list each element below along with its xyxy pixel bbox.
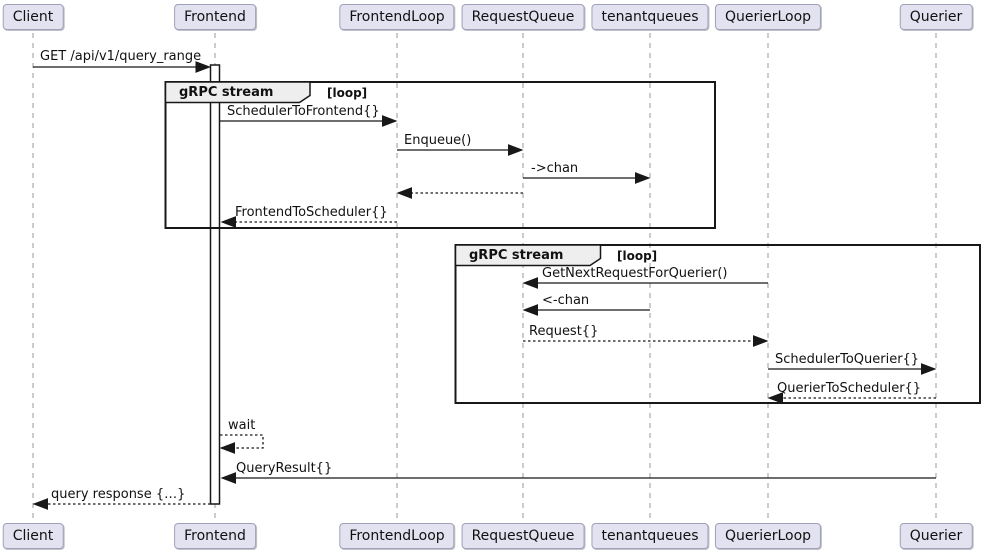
participant-frontend-bottom: Frontend <box>174 523 256 549</box>
message-label-scheduler-to-frontend: SchedulerToFrontend{} <box>227 104 380 119</box>
participant-tenantqueues-top: tenantqueues <box>591 4 709 30</box>
participant-requestqueue-top: RequestQueue <box>461 4 585 30</box>
frame-1-operator: [loop] <box>327 86 368 100</box>
message-label-request: Request{} <box>529 324 599 339</box>
participant-client-bottom: Client <box>2 523 64 549</box>
message-label-scheduler-to-querier: SchedulerToQuerier{} <box>775 352 920 367</box>
activation-bar-frontend <box>209 64 221 505</box>
message-label-enqueue: Enqueue() <box>404 133 472 148</box>
participant-querier-bottom: Querier <box>899 523 973 549</box>
message-label-query-result: QueryResult{} <box>236 461 333 476</box>
message-label-get-query-range: GET /api/v1/query_range <box>40 49 202 64</box>
frame-2-operator: [loop] <box>617 249 658 263</box>
message-label-wait: wait <box>228 418 256 433</box>
participant-requestqueue-bottom: RequestQueue <box>461 523 585 549</box>
participant-frontendloop-top: FrontendLoop <box>339 4 455 30</box>
frame-1-title: gRPC stream <box>179 85 274 100</box>
participant-client-top: Client <box>2 4 64 30</box>
participant-frontend-top: Frontend <box>174 4 256 30</box>
frame-grpc-stream-2 <box>454 244 981 404</box>
frame-tab-1 <box>164 81 311 104</box>
message-label-query-response: query response {…} <box>51 487 186 502</box>
participant-tenantqueues-bottom: tenantqueues <box>591 523 709 549</box>
arrow-wait-self-message <box>219 434 264 454</box>
message-label-frontend-to-scheduler: FrontendToScheduler{} <box>235 205 388 220</box>
message-label-get-next-request: GetNextRequestForQuerier() <box>542 266 728 281</box>
message-label-from-chan: <-chan <box>542 293 590 308</box>
message-label-to-chan: ->chan <box>531 161 579 176</box>
frame-grpc-stream-1 <box>164 81 716 229</box>
participant-querierloop-bottom: QuerierLoop <box>714 523 822 549</box>
participant-frontendloop-bottom: FrontendLoop <box>339 523 455 549</box>
participant-querierloop-top: QuerierLoop <box>714 4 822 30</box>
frame-tab-2 <box>454 244 602 267</box>
message-label-querier-to-scheduler: QuerierToScheduler{} <box>777 381 922 396</box>
participant-querier-top: Querier <box>899 4 973 30</box>
frame-2-title: gRPC stream <box>469 248 564 263</box>
